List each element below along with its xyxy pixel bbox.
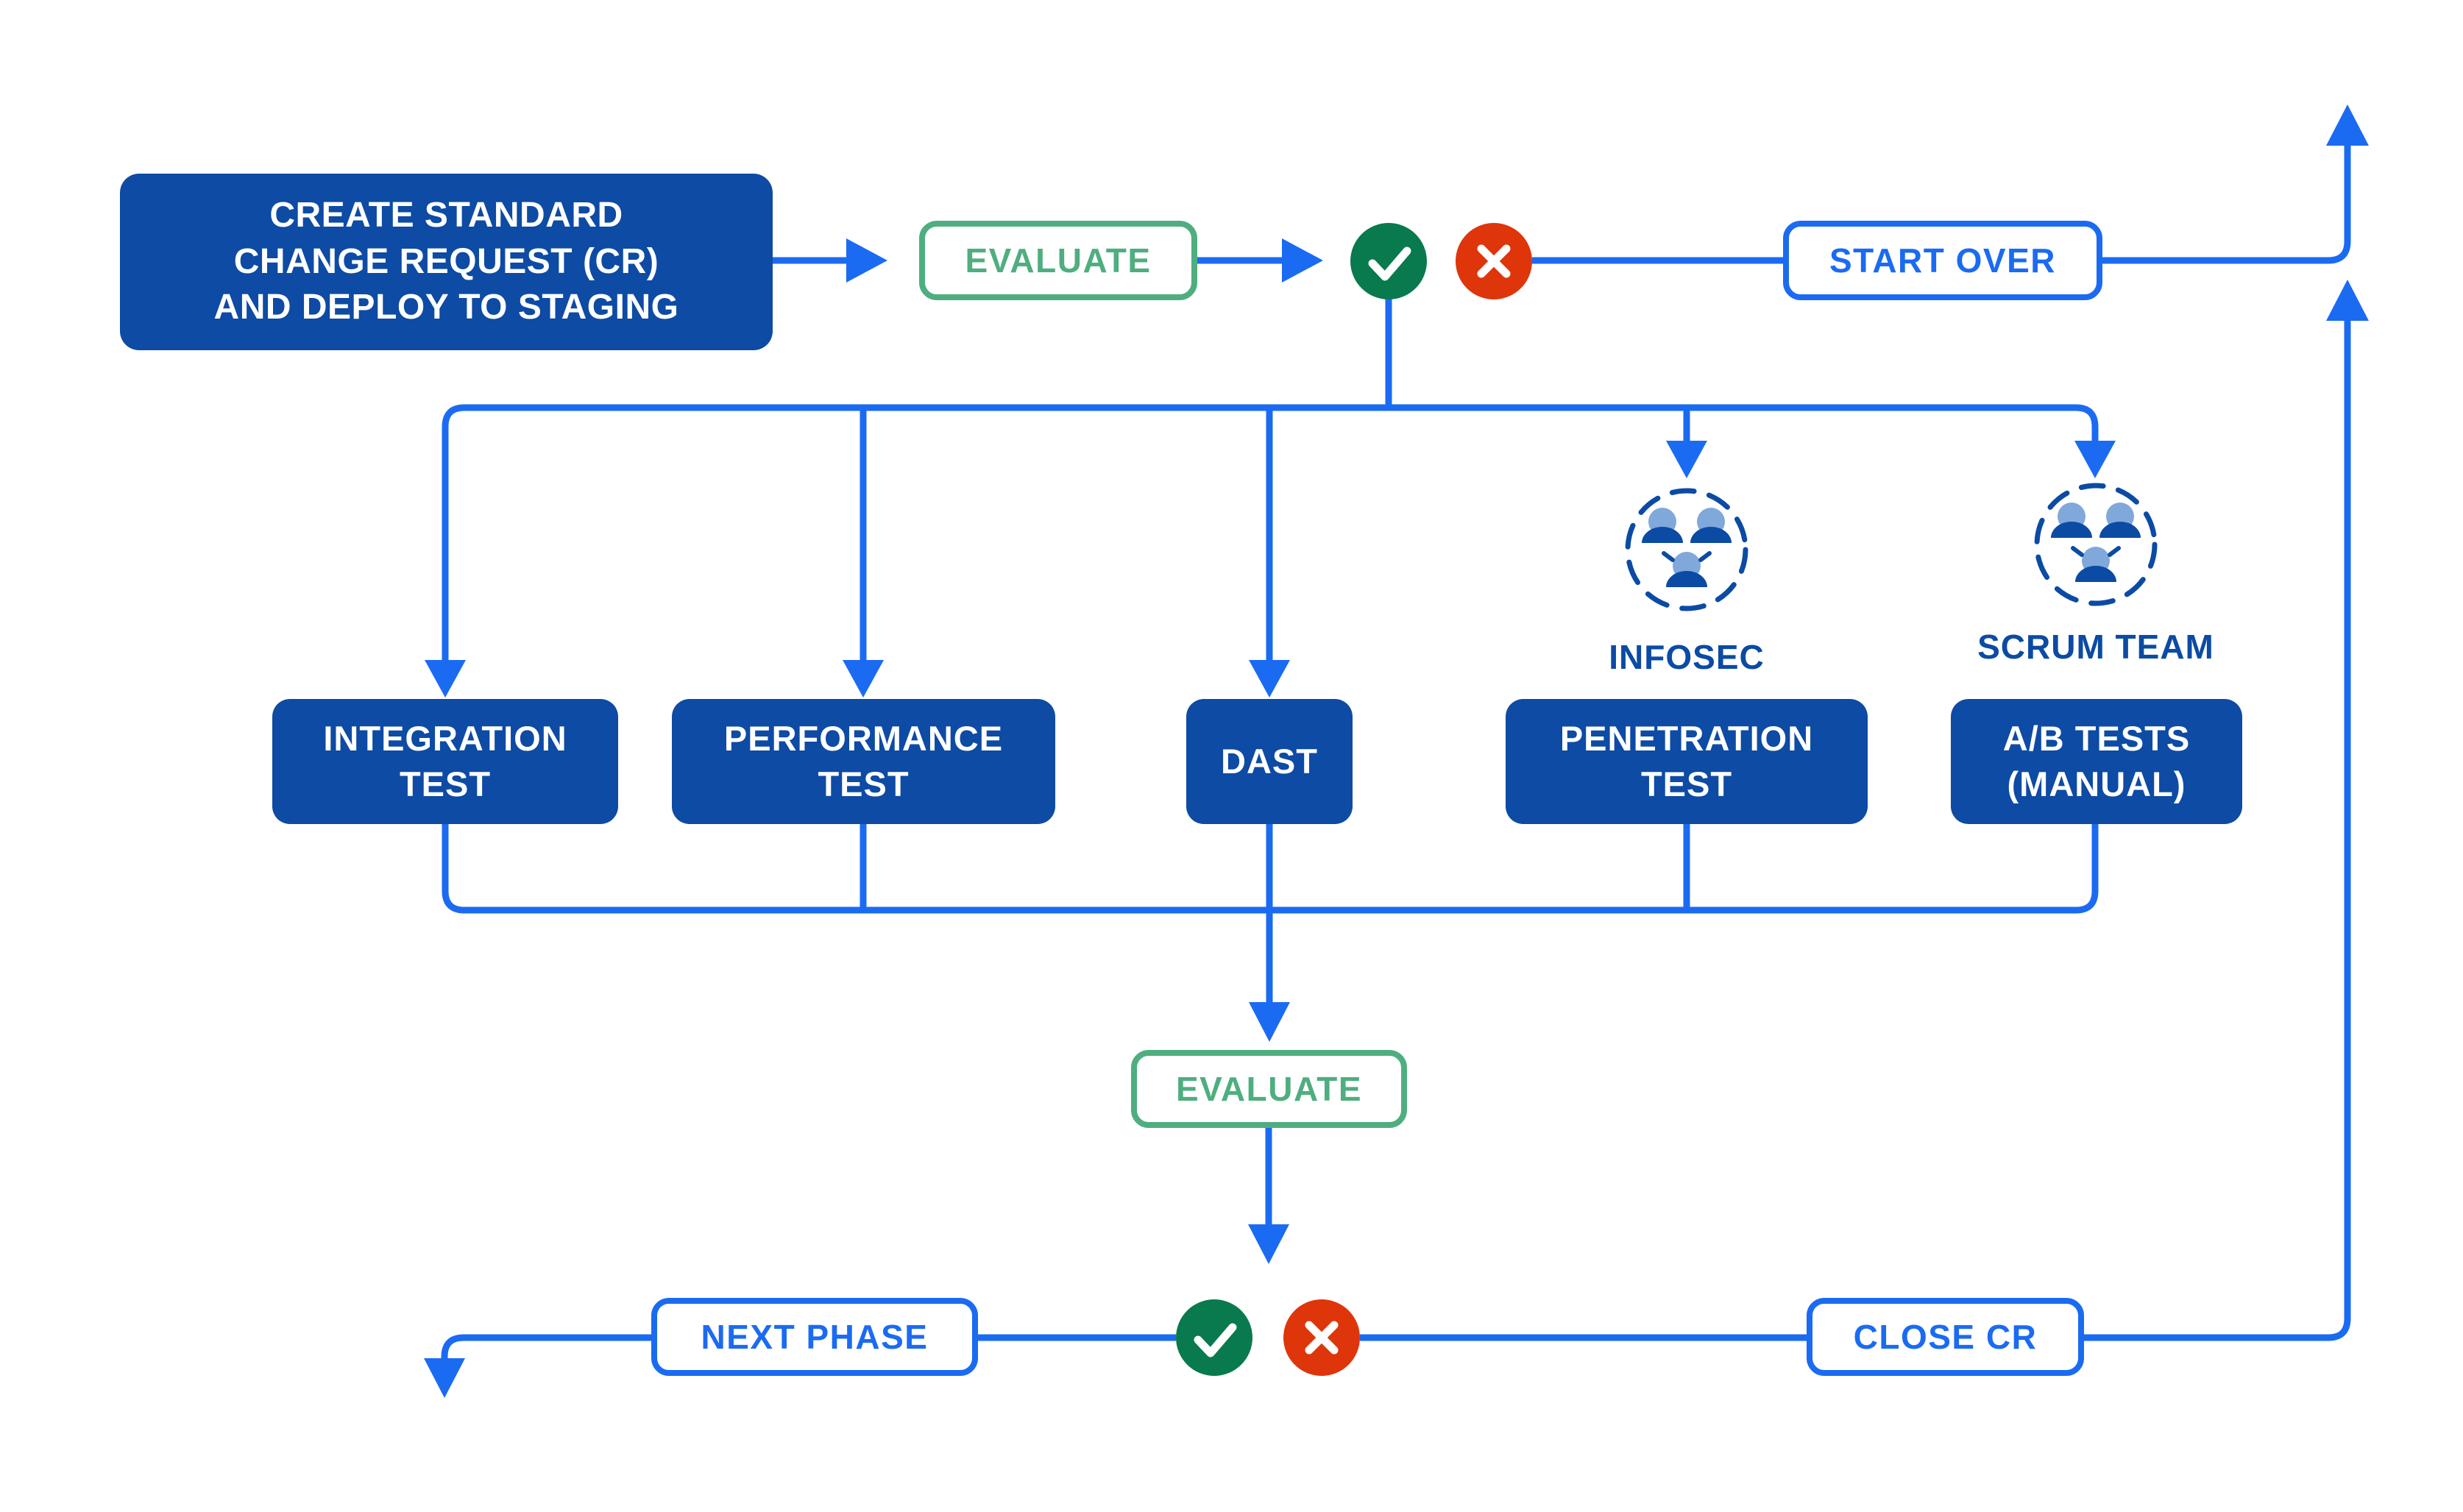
node-evaluate-top: EVALUATE [919,221,1197,300]
team-people-icon [2034,483,2158,606]
label-scrum-team: SCRUM TEAM [1977,628,2214,666]
node-evaluate-bottom: EVALUATE [1131,1050,1407,1128]
node-start-over: START OVER [1783,221,2102,300]
x-icon [1305,1321,1339,1355]
pass-badge-bottom [1176,1299,1252,1376]
check-icon [1368,246,1411,281]
node-next-phase: NEXT PHASE [651,1298,978,1376]
fail-badge-top [1456,223,1532,299]
label-infosec: INFOSEC [1609,638,1765,676]
team-people-icon [1625,488,1748,611]
node-create-change-request: CREATE STANDARD CHANGE REQUEST (CR) AND … [120,174,773,350]
fail-badge-bottom [1283,1299,1360,1376]
node-performance-test: PERFORMANCE TEST [672,699,1055,824]
node-integration-test: INTEGRATION TEST [272,699,618,824]
node-ab-tests-manual: A/B TESTS (MANUAL) [1951,699,2242,824]
node-close-cr: CLOSE CR [1807,1298,2084,1376]
node-dast: DAST [1186,699,1353,824]
x-icon [1477,244,1511,278]
check-icon [1194,1323,1237,1357]
node-penetration-test: PENETRATION TEST [1506,699,1868,824]
pass-badge-top [1350,223,1427,299]
